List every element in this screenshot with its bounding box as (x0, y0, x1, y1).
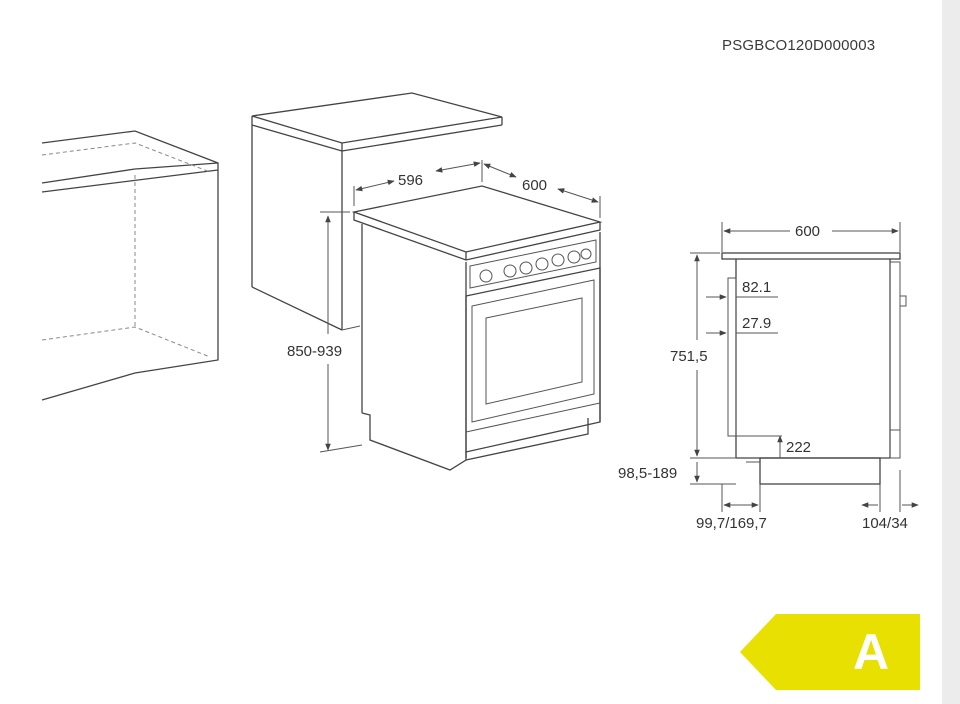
dim-751-5-label: 751,5 (670, 348, 708, 365)
dim-222-label: 222 (786, 439, 811, 456)
energy-class-letter: A (852, 624, 890, 680)
dim-82-1-label: 82.1 (742, 279, 771, 296)
side-view-dimensions (690, 222, 919, 512)
adjacent-counter (251, 92, 503, 331)
perspective-dimensions (319, 160, 601, 453)
left-cabinet-outline (41, 130, 219, 401)
width-label: 596 (398, 172, 423, 189)
height-label: 850-939 (287, 343, 342, 360)
document-code: PSGBCO120D000003 (722, 37, 876, 54)
dim-98-5-189-label: 98,5-189 (618, 465, 677, 482)
right-edge-strip (942, 0, 960, 704)
side-view-drawing (721, 252, 907, 485)
side-depth-label: 600 (795, 223, 820, 240)
depth-label: 600 (522, 177, 547, 194)
energy-arrow-icon (740, 614, 920, 690)
cooker-drawing (351, 185, 603, 471)
dim-99-7-169-7-label: 99,7/169,7 (696, 515, 767, 532)
dim-104-34-label: 104/34 (862, 515, 908, 532)
energy-class-badge (740, 614, 920, 690)
dim-27-9-label: 27.9 (742, 315, 771, 332)
knob-row (479, 248, 592, 283)
